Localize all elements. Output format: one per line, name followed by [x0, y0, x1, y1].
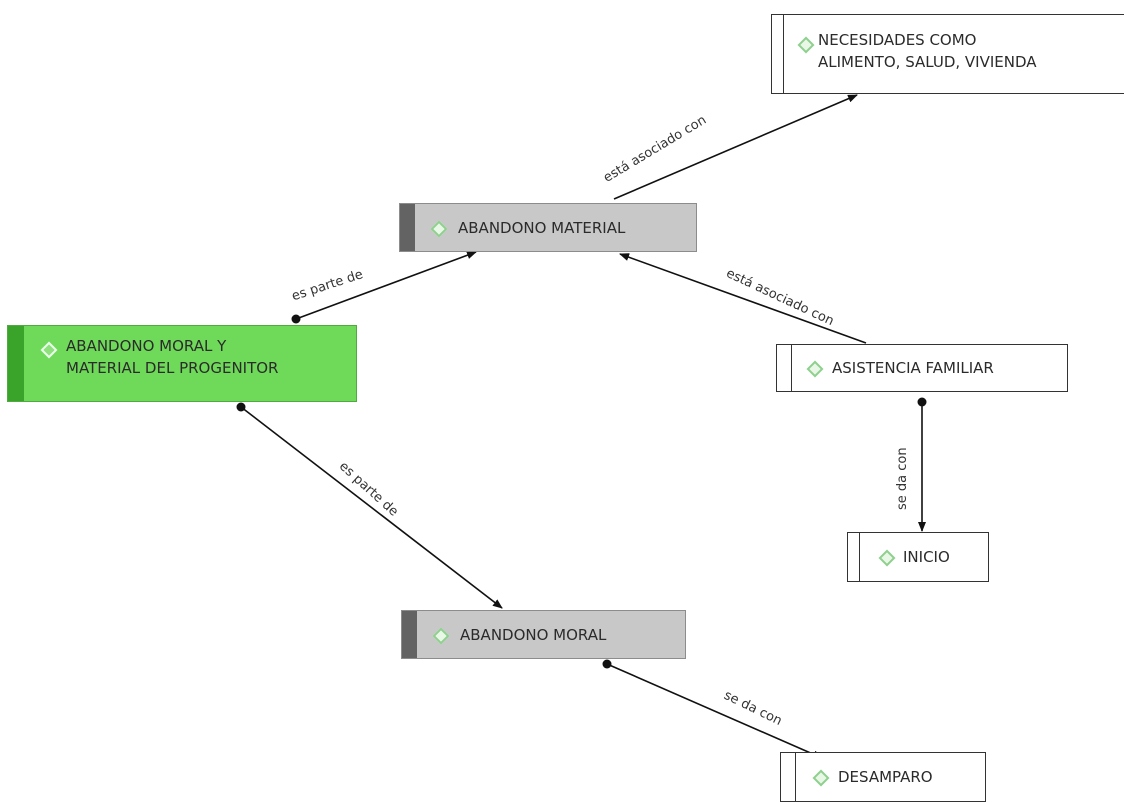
diamond-icon: [806, 360, 824, 378]
diamond-icon: [812, 769, 830, 787]
node-label: ASISTENCIA FAMILIAR: [832, 359, 994, 377]
node-asistencia-familiar[interactable]: ASISTENCIA FAMILIAR: [776, 344, 1068, 392]
edge-asistencia-material[interactable]: [619, 253, 867, 344]
node-label: DESAMPARO: [838, 768, 933, 786]
edge-progenitor-material-source-dot: [291, 314, 301, 324]
diamond-icon: [430, 220, 448, 238]
edge-material-necesidades[interactable]: [613, 94, 858, 200]
edge-progenitor-moral-source-dot: [236, 402, 246, 412]
node-abandono-moral[interactable]: ABANDONO MORAL: [401, 610, 686, 659]
diamond-icon: [878, 549, 896, 567]
diamond-icon: [432, 627, 450, 645]
node-necesidades[interactable]: NECESIDADES COMO ALIMENTO, SALUD, VIVIEN…: [771, 14, 1124, 94]
node-label: ABANDONO MORAL Y MATERIAL DEL PROGENITOR: [66, 337, 279, 377]
node-label: INICIO: [903, 548, 950, 566]
node-label: NECESIDADES COMO ALIMENTO, SALUD, VIVIEN…: [818, 31, 1037, 71]
edge-progenitor-moral[interactable]: [240, 406, 503, 609]
node-desamparo[interactable]: DESAMPARO: [780, 752, 986, 802]
edge-moral-desamparo-source-dot: [602, 659, 612, 669]
diamond-icon: [40, 341, 58, 359]
edge-label-asistencia-inicio: se da con: [895, 447, 910, 510]
node-label: ABANDONO MATERIAL: [458, 219, 626, 237]
node-abandono-material[interactable]: ABANDONO MATERIAL: [399, 203, 697, 252]
edge-progenitor-material[interactable]: [295, 251, 477, 320]
node-inicio[interactable]: INICIO: [847, 532, 989, 582]
node-progenitor-root[interactable]: ABANDONO MORAL Y MATERIAL DEL PROGENITOR: [7, 325, 357, 402]
edge-moral-desamparo[interactable]: [606, 663, 823, 759]
node-label: ABANDONO MORAL: [460, 626, 607, 644]
diamond-icon: [797, 36, 815, 54]
edge-asistencia-inicio-source-dot: [917, 397, 927, 407]
